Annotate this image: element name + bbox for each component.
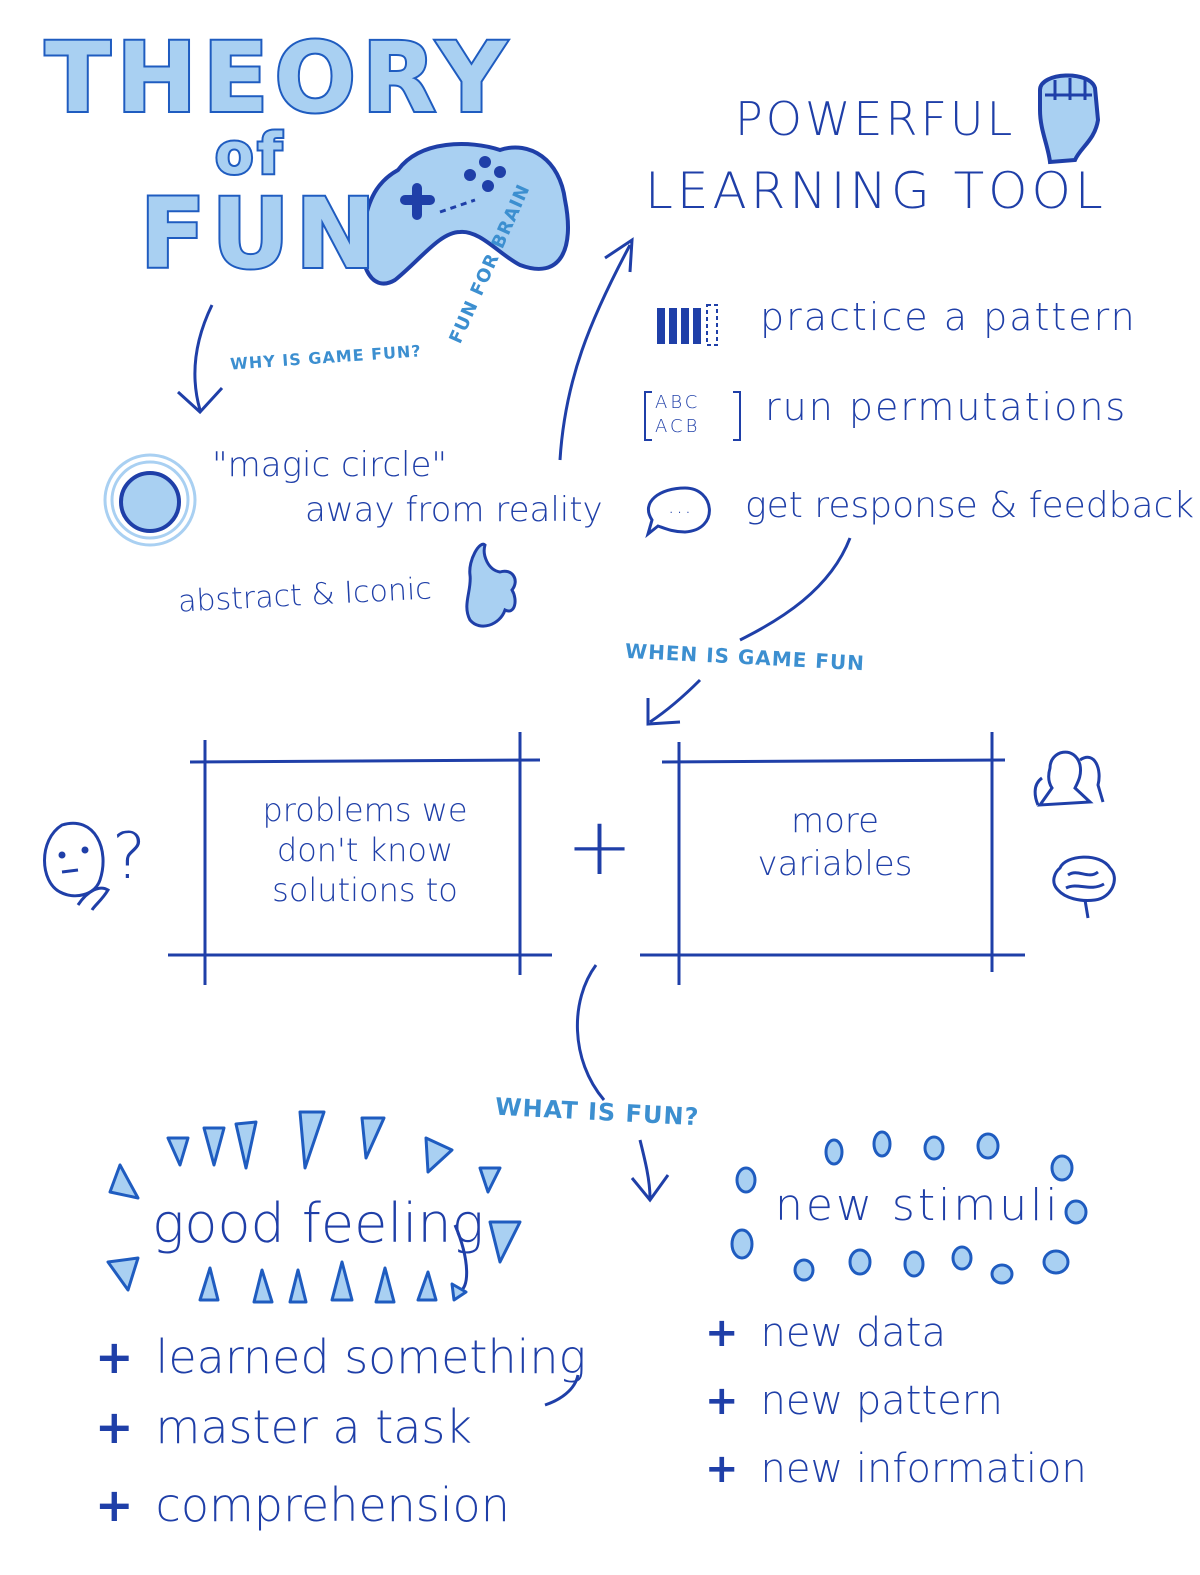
bullet-text: new data	[760, 1310, 947, 1356]
people-group-icon	[1033, 750, 1105, 807]
box-right-text: more variables	[690, 800, 980, 885]
new-stimuli-bullet-1: + new data	[705, 1310, 946, 1356]
good-feeling-bullet-3: + comprehension	[95, 1478, 510, 1532]
new-stimuli-bullet-2: + new pattern	[705, 1378, 1003, 1424]
bars-pattern-icon	[657, 304, 718, 346]
feedback-arrow	[646, 537, 852, 726]
title-fun: FUN	[138, 176, 382, 292]
new-stimuli-label: new stimuli	[775, 1180, 1061, 1231]
abc-icon-line2: ACB	[655, 416, 701, 437]
plus-icon: +	[705, 1446, 739, 1492]
new-stimuli-bullet-3: + new information	[705, 1446, 1087, 1492]
brain-icon	[1052, 855, 1116, 919]
good-feeling-bullet-2: + master a task	[95, 1400, 472, 1454]
good-feeling-bullet-1: + learned something	[95, 1330, 586, 1384]
thinking-face-icon	[43, 821, 111, 911]
speech-bubble-icon	[645, 486, 711, 539]
bullet-text: comprehension	[155, 1478, 510, 1532]
good-feeling-label: good feeling	[152, 1192, 485, 1255]
plus-icon: +	[95, 1330, 134, 1384]
title-of: of	[213, 120, 286, 189]
plus-icon: +	[95, 1400, 134, 1454]
box-left-line1: problems we	[262, 791, 468, 829]
new-stimuli-dots	[730, 1130, 1088, 1285]
speech-bubble-dots: ...	[668, 494, 694, 518]
abstract-blob-icon	[465, 542, 517, 628]
learning-tool-title-line2: LEARNING TOOL	[645, 162, 1107, 220]
item-response-feedback: get response & feedback	[745, 485, 1195, 526]
magic-circle-line2: away from reality	[305, 490, 603, 530]
box-right-line2: variables	[757, 843, 913, 884]
box-left-frame	[168, 732, 552, 985]
magic-circle-line1: "magic circle"	[212, 445, 448, 485]
magic-circle-icon	[103, 453, 197, 547]
bullet-text: new information	[760, 1446, 1087, 1492]
bullet-text: learned something	[155, 1330, 587, 1384]
abc-icon-line1: ABC	[655, 392, 701, 413]
good-feeling-rays	[106, 1110, 522, 1304]
plus-icon: +	[95, 1478, 134, 1532]
title-down-arrow	[176, 304, 224, 415]
plus-sign: +	[566, 800, 634, 893]
title-theory: THEORY	[43, 20, 513, 136]
game-controller-icon	[359, 142, 570, 286]
bullet-text: master a task	[155, 1400, 473, 1454]
plus-icon: +	[705, 1378, 739, 1424]
box-left-text: problems we don't know solutions to	[215, 790, 515, 910]
bullet-text: new pattern	[760, 1378, 1003, 1424]
box-right-line1: more	[790, 801, 880, 841]
item-practice-pattern: practice a pattern	[760, 295, 1137, 339]
what-is-fun-arrow	[575, 964, 670, 1203]
raised-fist-icon	[1038, 73, 1101, 165]
item-run-permutations: run permutations	[765, 385, 1128, 429]
box-left-line3: solutions to	[272, 871, 458, 909]
abc-acb-icon	[644, 391, 741, 441]
learning-tool-title-line1: POWERFUL	[735, 92, 1016, 146]
plus-icon: +	[705, 1310, 739, 1356]
box-right-frame	[640, 732, 1025, 985]
fun-for-brain-arrow	[558, 237, 634, 461]
box-left-line2: don't know	[276, 831, 454, 869]
question-mark-icon: ?	[112, 820, 146, 894]
learned-something-arrow	[544, 1374, 580, 1407]
